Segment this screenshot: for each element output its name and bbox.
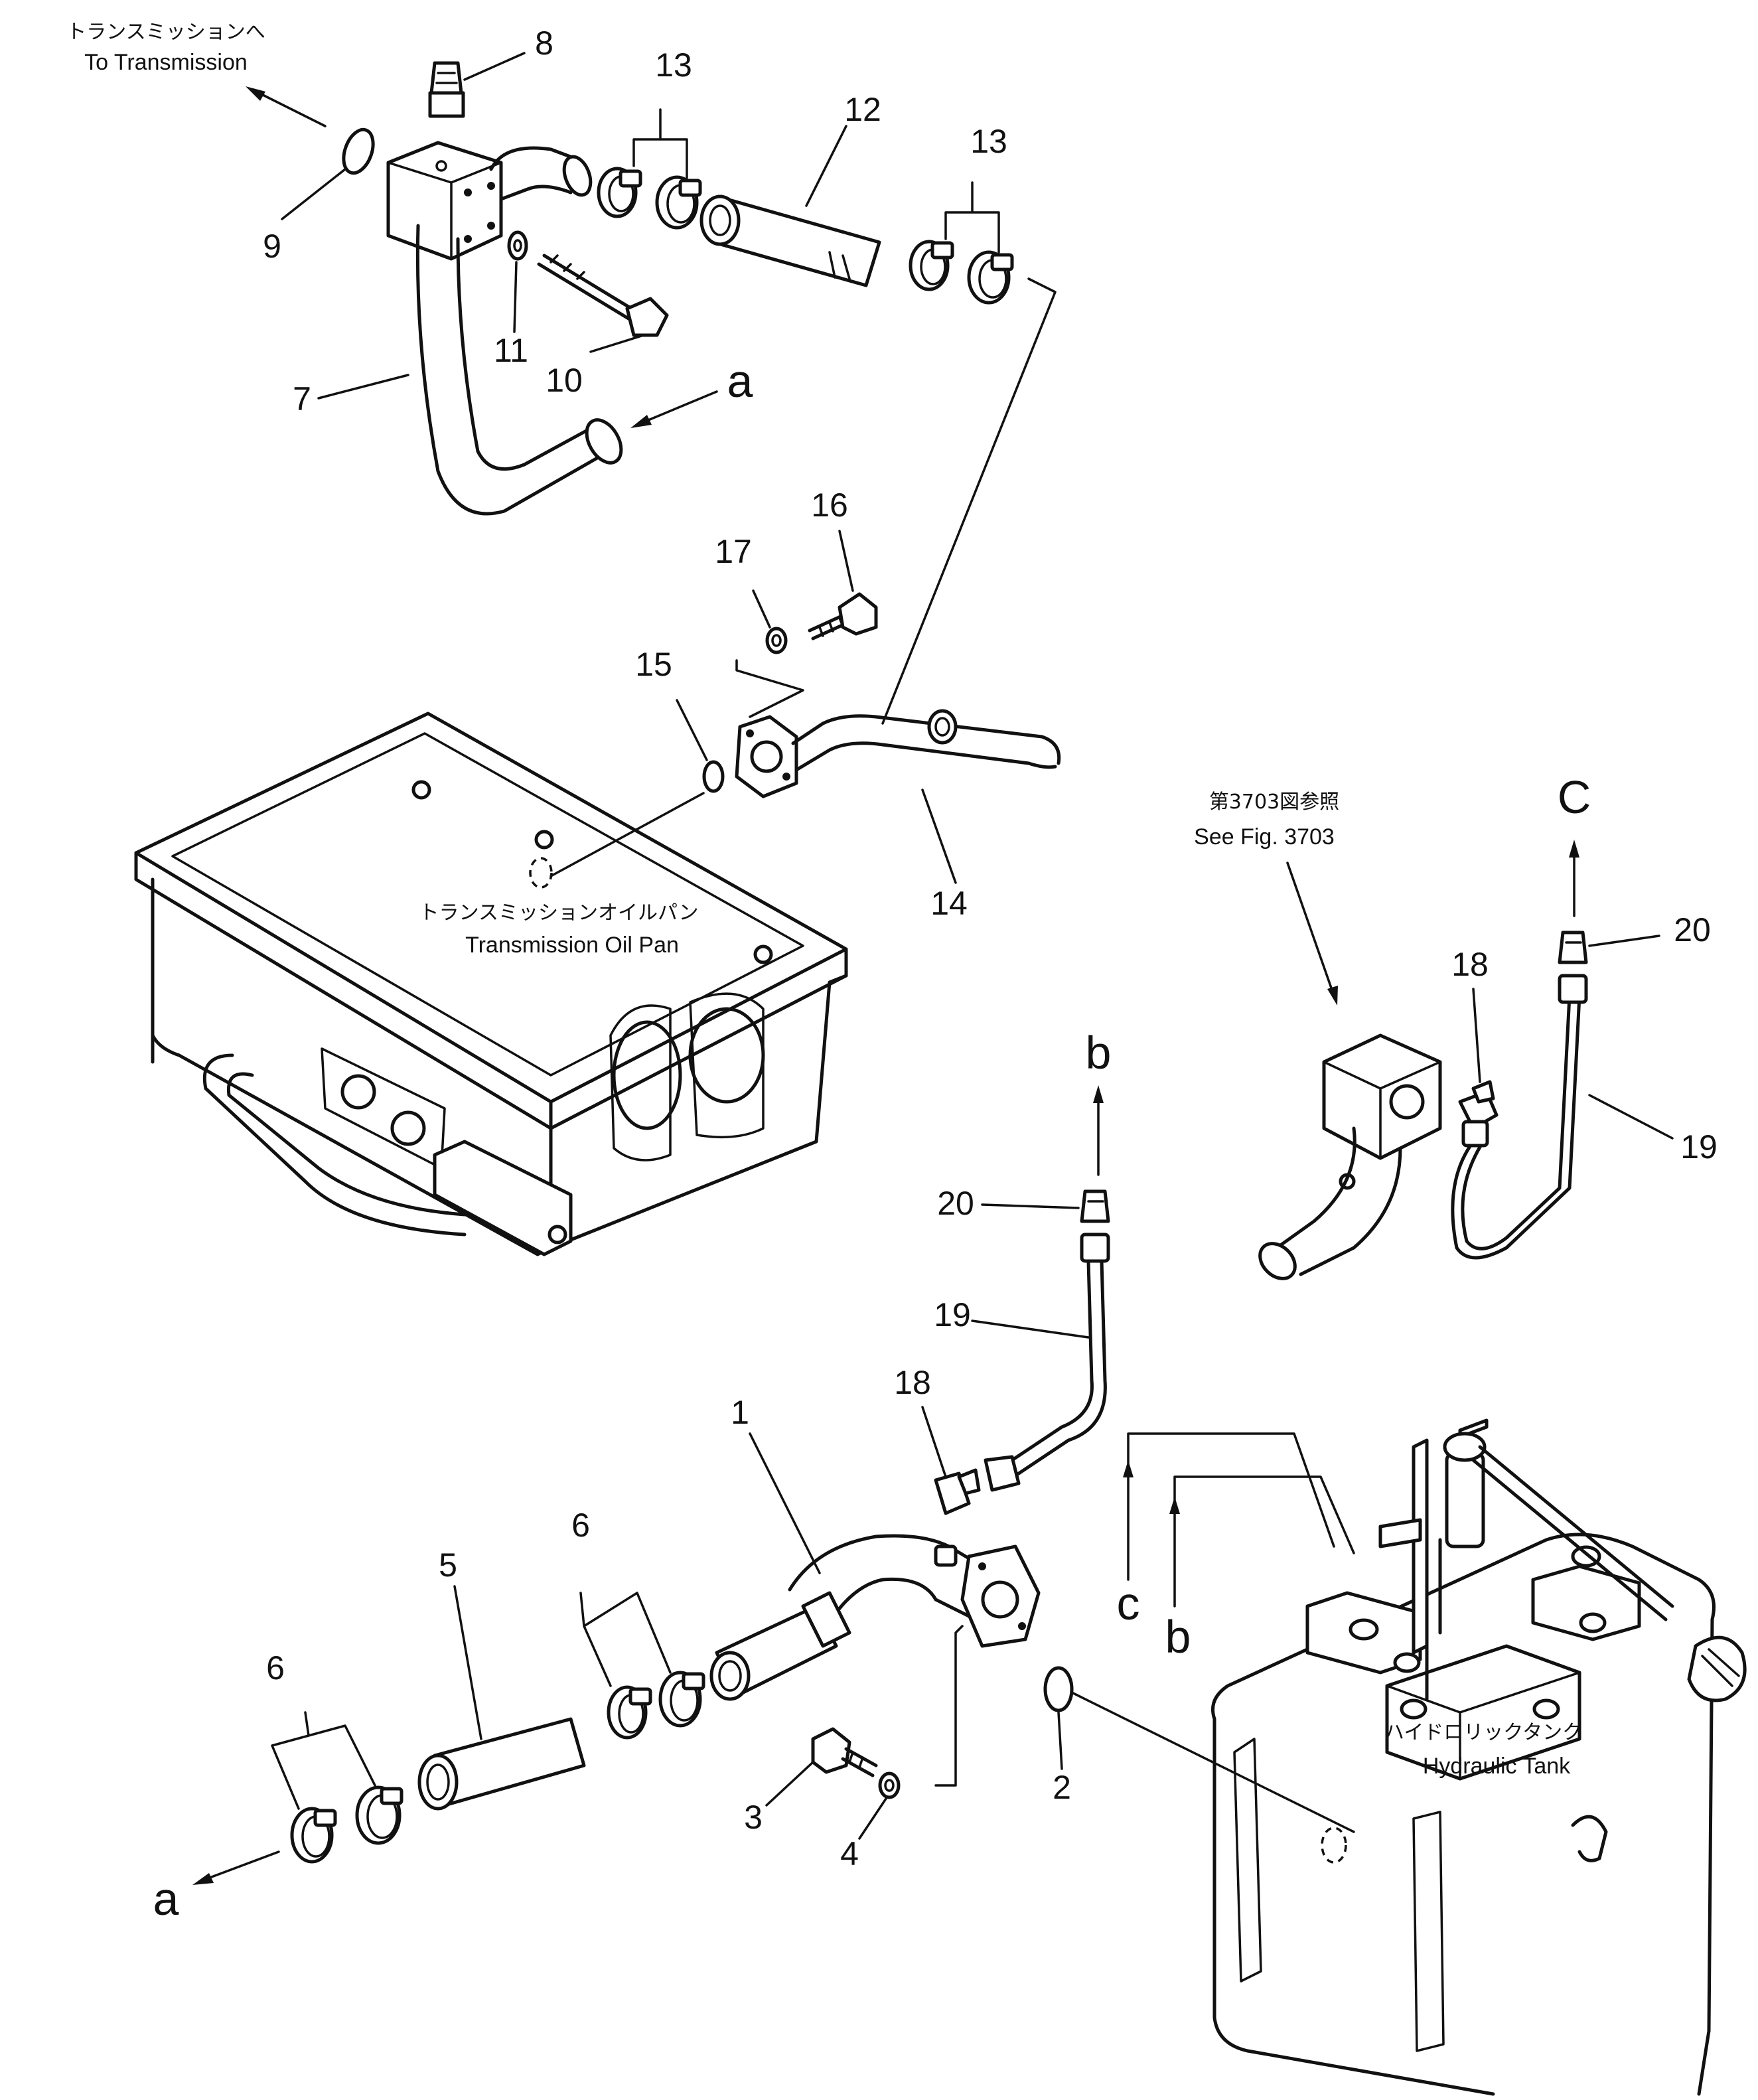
callout-16: 16 (811, 487, 848, 524)
callout-13-right: 13 (970, 123, 1007, 160)
ref-c-tank: c (1117, 1578, 1140, 1629)
clamps-13-left (597, 167, 702, 230)
o-ring-9 (342, 127, 375, 175)
callout-18: 18 (894, 1364, 931, 1401)
to-transmission-en: To Transmission (84, 50, 248, 75)
callout-20: 20 (937, 1185, 974, 1222)
callout-11: 11 (494, 332, 528, 369)
callout-12: 12 (844, 91, 881, 128)
callout-13-left: 13 (655, 46, 692, 84)
clamps-13-right (909, 240, 1014, 305)
ref-b-top: b (1086, 1027, 1112, 1079)
leader-connection-13-14 (881, 277, 1057, 725)
bolt-3 (811, 1727, 878, 1777)
see-fig-jp: 第3703図参照 (1209, 790, 1339, 814)
callout-3: 3 (744, 1799, 763, 1836)
callout-19: 19 (934, 1296, 971, 1333)
elbow-18-inset (1458, 1080, 1499, 1130)
pipe-7 (415, 146, 623, 516)
see-fig-en: See Fig. 3703 (1194, 824, 1335, 850)
elbow-18 (934, 1468, 981, 1515)
callout-10: 10 (546, 362, 583, 399)
washer-11 (507, 230, 528, 261)
washer-17 (765, 627, 788, 654)
pipe-14 (735, 709, 1061, 798)
inset-block (1258, 1033, 1442, 1280)
callout-4: 4 (840, 1835, 859, 1872)
pipe-1 (709, 1534, 1041, 1701)
callout-6-upper: 6 (571, 1507, 590, 1544)
hose-19 (984, 1233, 1110, 1492)
nipple-8 (428, 61, 465, 118)
callout-14: 14 (930, 885, 968, 922)
bolt-10 (537, 254, 669, 337)
oil-pan-jp: トランスミッションオイルパン (419, 901, 699, 925)
clamps-6-upper (607, 1671, 705, 1740)
to-transmission-jp: トランスミッションへ (66, 21, 265, 44)
hose-12 (699, 194, 881, 287)
adapter-20 (1080, 1189, 1110, 1223)
callout-6-lower: 6 (266, 1649, 285, 1687)
callout-5: 5 (439, 1546, 457, 1584)
leader-1-bolts (934, 1625, 964, 1787)
hose-5 (417, 1717, 586, 1811)
washer-4 (878, 1771, 901, 1799)
distribution-block (386, 141, 503, 261)
hydraulic-tank (1127, 1418, 1747, 2096)
leader-lines (192, 52, 1674, 1885)
callout-9: 9 (263, 228, 281, 265)
leader-17-14 (735, 659, 804, 718)
callout-8: 8 (535, 25, 553, 62)
o-ring-15 (702, 760, 725, 793)
hydraulic-tank-en: Hydraulic Tank (1423, 1754, 1571, 1779)
callout-20-inset: 20 (1674, 911, 1711, 948)
hydraulic-tank-jp: ハイドロリックタンク (1384, 1721, 1582, 1744)
callout-2: 2 (1053, 1769, 1071, 1806)
oil-pan-en: Transmission Oil Pan (465, 933, 679, 958)
clamps-6-lower (290, 1785, 403, 1864)
ref-a-top: a (727, 355, 753, 407)
ref-b-tank: b (1165, 1611, 1191, 1663)
o-ring-2 (1043, 1666, 1074, 1712)
callout-1: 1 (731, 1394, 749, 1431)
adapter-20-inset (1558, 931, 1588, 964)
leader-15-oilpan (549, 792, 705, 877)
callout-7: 7 (293, 380, 311, 417)
bolt-16 (808, 592, 878, 640)
callout-17: 17 (715, 533, 752, 570)
callout-19-inset: 19 (1680, 1128, 1718, 1165)
ref-a-bottom: a (153, 1873, 179, 1925)
transmission-oil-pan (134, 712, 848, 1256)
ref-c-top: C (1558, 771, 1591, 823)
hose-19-inset (1451, 974, 1588, 1260)
callout-15: 15 (635, 646, 672, 683)
callout-18-inset: 18 (1451, 946, 1489, 983)
